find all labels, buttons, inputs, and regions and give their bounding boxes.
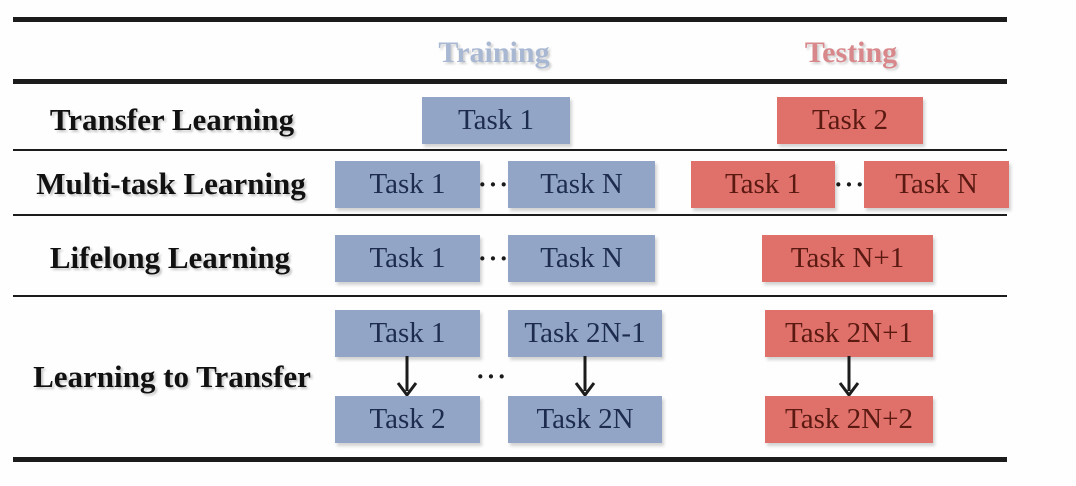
task-box-training: Task 1: [335, 235, 480, 282]
row-label-learning-to-transfer: Learning to Transfer: [33, 359, 311, 394]
row-label-multitask-learning: Multi-task Learning: [36, 166, 306, 201]
rule-header-thick: [13, 79, 1007, 84]
rule-after-multitask-learning: [13, 214, 1007, 216]
task-box-training: Task N: [508, 161, 655, 208]
ellipsis-dots: ···: [477, 170, 511, 199]
rule-top-thick: [13, 17, 1007, 22]
ellipsis-dots: ···: [475, 362, 509, 391]
row-label-lifelong-learning: Lifelong Learning: [49, 240, 291, 275]
down-arrow-icon: [574, 356, 596, 398]
column-header-training: Training: [438, 36, 550, 69]
task-box-training: Task 1: [335, 310, 480, 357]
down-arrow-icon: [838, 356, 860, 398]
down-arrow-icon: [396, 356, 418, 398]
task-box-training: Task 2: [335, 396, 480, 443]
task-box-testing: Task 2: [777, 97, 923, 144]
task-box-testing: Task 1: [691, 161, 835, 208]
task-box-testing: Task N+1: [762, 235, 933, 282]
rule-after-transfer-learning: [13, 149, 1007, 151]
ellipsis-dots: ···: [477, 244, 511, 273]
task-box-training: Task 2N: [508, 396, 662, 443]
column-header-testing: Testing: [804, 36, 898, 69]
task-box-testing: Task 2N+1: [765, 310, 933, 357]
task-box-training: Task 2N-1: [508, 310, 662, 357]
task-box-testing: Task 2N+2: [765, 396, 933, 443]
ellipsis-dots: ···: [833, 170, 867, 199]
rule-bottom-thick: [13, 457, 1007, 462]
task-box-training: Task N: [508, 235, 655, 282]
task-box-testing: Task N: [864, 161, 1009, 208]
row-label-transfer-learning: Transfer Learning: [49, 102, 295, 137]
rule-after-lifelong-learning: [13, 295, 1007, 297]
task-box-training: Task 1: [335, 161, 480, 208]
task-box-training: Task 1: [422, 97, 570, 144]
